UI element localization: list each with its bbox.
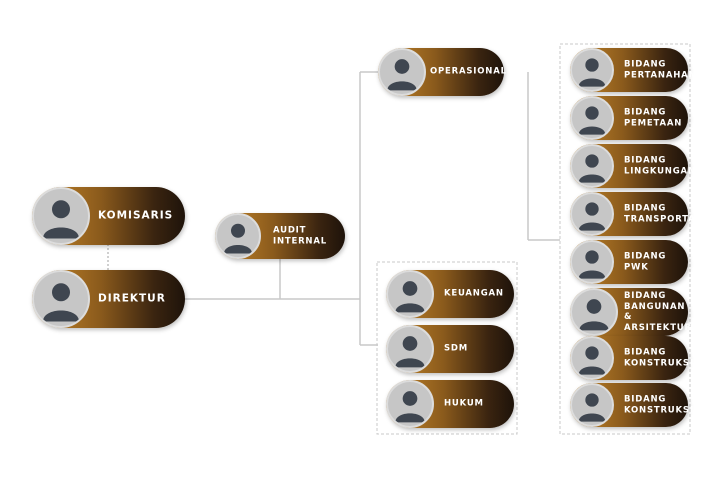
node-sdm: SDM [386,325,514,373]
node-label: HUKUM [444,398,484,409]
person-silhouette-icon [386,270,434,318]
node-label: DIREKTUR [98,292,166,305]
node-label: OPERASIONAL [430,66,507,77]
person-silhouette-icon [570,48,614,92]
person-silhouette-icon [570,240,614,284]
node-bidang-lingkungan: BIDANG LINGKUNGAN [570,144,696,188]
person-silhouette-icon [386,325,434,373]
person-silhouette-icon [570,96,614,140]
node-operasional: OPERASIONAL [378,48,507,96]
node-bidang-pemetaan: BIDANG PEMETAAN [570,96,688,140]
node-bidang-bangunan-arsitektur: BIDANG BANGUNAN & ARSITEKTUR [570,288,692,336]
node-label: KOMISARIS [98,209,174,222]
person-silhouette-icon [386,380,434,428]
person-silhouette-icon [570,288,618,336]
person-silhouette-icon [32,187,90,245]
node-label: BIDANG KONSTRUKSI [624,394,694,415]
node-komisaris: KOMISARIS [32,187,185,245]
node-hukum: HUKUM [386,380,514,428]
node-label: BIDANG PWK [624,251,667,272]
node-label: BIDANG KONSTRUKSI [624,347,694,368]
node-label: BIDANG PEMETAAN [624,107,683,128]
node-bidang-konstruksi-2: BIDANG KONSTRUKSI [570,383,694,427]
node-label: BIDANG LINGKUNGAN [624,155,696,176]
person-silhouette-icon [215,213,261,259]
person-silhouette-icon [570,192,614,236]
node-label: SDM [444,343,469,354]
node-bidang-transportasi: BIDANG TRANSPORTASI [570,192,707,236]
person-silhouette-icon [570,383,614,427]
person-silhouette-icon [32,270,90,328]
person-silhouette-icon [378,48,426,96]
node-bidang-konstruksi-1: BIDANG KONSTRUKSI [570,336,694,380]
node-direktur: DIREKTUR [32,270,185,328]
node-label: BIDANG BANGUNAN & ARSITEKTUR [624,290,692,333]
node-label: KEUANGAN [444,288,504,299]
node-label: AUDIT INTERNAL [273,225,327,246]
node-label: BIDANG TRANSPORTASI [624,203,707,224]
node-bidang-pertanahan: BIDANG PERTANAHAN [570,48,697,92]
person-silhouette-icon [570,336,614,380]
node-label: BIDANG PERTANAHAN [624,59,697,80]
node-bidang-pwk: BIDANG PWK [570,240,688,284]
person-silhouette-icon [570,144,614,188]
node-audit-internal: AUDIT INTERNAL [215,213,345,259]
node-keuangan: KEUANGAN [386,270,514,318]
